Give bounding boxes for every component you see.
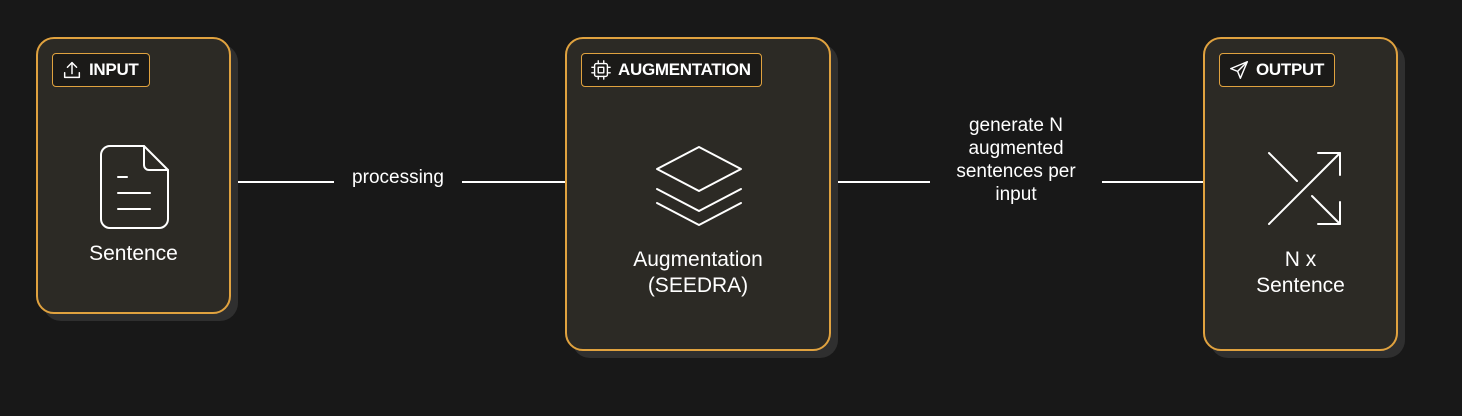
augmentation-tag-label: AUGMENTATION (618, 60, 751, 79)
shuffle-icon (1268, 152, 1341, 225)
output-node-label: N x Sentence (1256, 248, 1345, 297)
output-tag: OUTPUT (1219, 53, 1336, 87)
augmentation-node-label: Augmentation (SEEDRA) (633, 248, 763, 297)
output-tag-label: OUTPUT (1256, 60, 1325, 79)
input-node[interactable]: INPUT Sentence (36, 37, 231, 314)
input-node-label: Sentence (89, 242, 178, 265)
send-icon (1230, 61, 1248, 79)
cpu-icon (591, 60, 611, 80)
augmentation-node[interactable]: AUGMENTATION Augmentation (SEEDRA) (565, 37, 831, 351)
augmentation-tag: AUGMENTATION (581, 53, 762, 87)
edge-label-processing: processing (334, 166, 462, 189)
input-tag: INPUT (52, 53, 150, 87)
output-node[interactable]: OUTPUT N x Sentence (1203, 37, 1398, 351)
document-icon (100, 145, 169, 229)
layers-icon (656, 146, 742, 226)
edge-label-generate: generate N augmented sentences per input (930, 114, 1102, 206)
input-tag-label: INPUT (89, 60, 139, 79)
upload-icon (63, 61, 81, 79)
